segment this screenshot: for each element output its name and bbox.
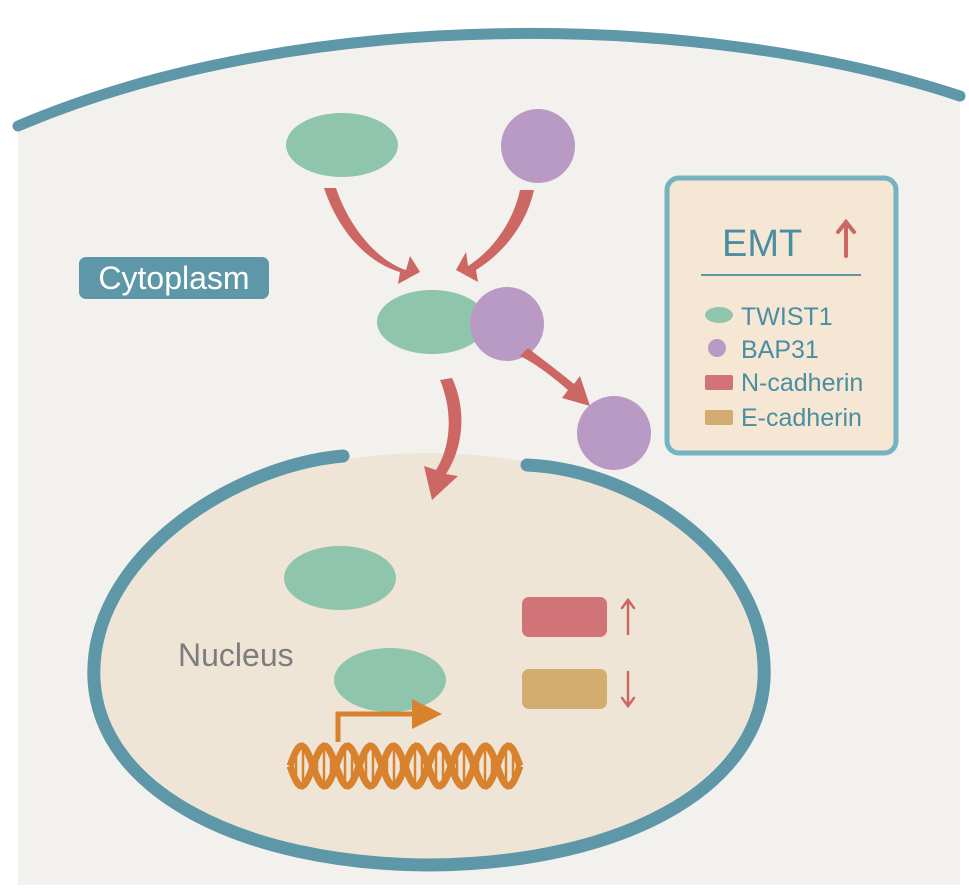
- nuclear-envelope-left: [87, 449, 771, 872]
- legend-e-cadherin-swatch: [705, 410, 733, 425]
- cell-membrane: [12, 27, 966, 132]
- dissociation-arrow: [520, 348, 590, 406]
- nucleus-label: Nucleus: [178, 637, 294, 673]
- nuclear-translocation-arrow: [424, 378, 462, 500]
- n-cadherin-up-arrow-icon: [620, 597, 636, 636]
- twist1-protein: [286, 113, 398, 177]
- legend-twist1-swatch: [705, 307, 733, 323]
- twist1-nuclear-protein: [284, 546, 396, 610]
- cytoplasm-label-text: Cytoplasm: [98, 260, 249, 296]
- legend-n-cadherin-swatch: [705, 375, 733, 390]
- legend-title: EMT: [722, 223, 802, 265]
- legend-e-cadherin-label: E-cadherin: [741, 404, 862, 432]
- dna-strand-2: [286, 742, 524, 790]
- legend-bap31-swatch: [708, 339, 726, 357]
- bap31-free-protein: [577, 396, 651, 470]
- legend-n-cadherin-label: N-cadherin: [741, 369, 863, 397]
- cytoplasm-label: Cytoplasm: [79, 257, 269, 299]
- bap31-protein: [501, 109, 575, 183]
- legend-twist1-label: TWIST1: [741, 303, 833, 331]
- legend-title-up-arrow-icon: [836, 218, 856, 258]
- binding-arrow-twist1: [324, 188, 420, 284]
- twist1-bap31-complex-twist1: [377, 290, 487, 354]
- e-cadherin-down-arrow-icon: [620, 670, 636, 709]
- e-cadherin-box: [522, 669, 607, 709]
- binding-arrow-bap31: [456, 190, 534, 282]
- dna-helix: [286, 742, 524, 790]
- transcription-arrow: [335, 699, 442, 742]
- legend-bap31-label: BAP31: [741, 336, 819, 364]
- twist1-bap31-complex-bap31: [470, 287, 544, 361]
- n-cadherin-box: [522, 597, 607, 637]
- twist1-bound-protein: [334, 648, 446, 712]
- emt-legend: EMT TWIST1 BAP31 N-cadherin E-cadherin: [664, 175, 899, 456]
